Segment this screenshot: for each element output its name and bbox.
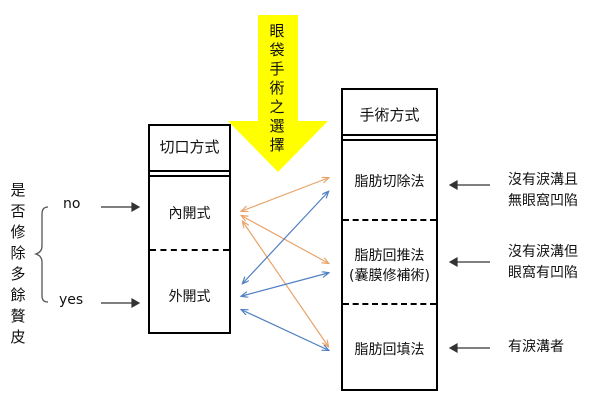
yes-arrow-head <box>131 297 141 309</box>
banner-char: 袋 <box>269 41 285 59</box>
method-line: 脂肪回推法 <box>354 248 425 264</box>
side-question-char: 餘 <box>10 286 26 304</box>
side-question-char: 否 <box>10 202 26 220</box>
side-question: 是否修除多餘贅皮 <box>9 180 27 348</box>
surgery-method-reposition: 脂肪回推法 (囊膜修補術) <box>343 246 436 286</box>
banner-char: 手 <box>269 60 285 78</box>
incision-box: 切口方式 內開式 外開式 <box>148 124 231 334</box>
surgery-method-excision: 脂肪切除法 <box>343 172 436 192</box>
incision-option-inner: 內開式 <box>168 206 211 222</box>
incision-divider <box>150 249 229 251</box>
blue-arrow-outer-excision <box>243 192 328 283</box>
condition-no-tear-trough-with-hollow: 沒有淚溝但 眼窩有凹陷 <box>508 242 578 284</box>
incision-option-outer: 外開式 <box>168 289 211 305</box>
side-question-char: 是 <box>10 181 26 199</box>
banner-char: 選 <box>269 117 285 135</box>
condition-line: 沒有淚溝但 <box>508 244 578 260</box>
incision-title: 切口方式 <box>159 138 220 156</box>
banner-char: 眼 <box>269 22 285 40</box>
condition-line: 無眼窩凹陷 <box>508 193 578 209</box>
condition-line: 沒有淚溝且 <box>508 172 578 188</box>
side-question-char: 贅 <box>10 307 26 325</box>
blue-arrow-outer-refill <box>242 310 328 350</box>
banner-char: 術 <box>269 79 285 97</box>
side-question-char: 多 <box>10 265 26 283</box>
method-line: 脂肪回填法 <box>354 342 425 358</box>
branch-yes-label: yes <box>59 292 84 308</box>
surgery-divider-2 <box>343 303 436 305</box>
banner-text: 眼袋手術之選擇 <box>267 22 287 155</box>
surgery-method-refill: 脂肪回填法 <box>343 340 436 360</box>
condition-line: 有淚溝者 <box>508 339 564 355</box>
surgery-title: 手術方式 <box>359 106 420 124</box>
yellow-arrow-shape <box>228 15 328 172</box>
condition-with-tear-trough: 有淚溝者 <box>508 337 564 358</box>
no-arrow-head <box>131 201 141 213</box>
condition-no-tear-trough-no-hollow: 沒有淚溝且 無眼窩凹陷 <box>508 170 578 212</box>
surgery-header-line-2 <box>343 139 436 141</box>
surgery-box: 手術方式 脂肪切除法 脂肪回推法 (囊膜修補術) 脂肪回填法 <box>341 88 438 391</box>
side-question-char: 皮 <box>10 328 26 346</box>
incision-header-line-2 <box>150 175 229 177</box>
banner-char: 擇 <box>269 136 285 154</box>
blue-arrow-outer-reposition <box>242 273 328 296</box>
method-line: (囊膜修補術) <box>349 268 430 284</box>
condition-arrow-head-1 <box>448 179 458 191</box>
condition-arrow-head-3 <box>448 342 458 354</box>
banner-char: 之 <box>269 98 285 116</box>
condition-line: 眼窩有凹陷 <box>508 265 578 281</box>
condition-arrow-head-2 <box>448 256 458 268</box>
branch-no-label: no <box>63 196 81 212</box>
side-question-char: 修 <box>10 223 26 241</box>
brace <box>33 206 49 303</box>
side-question-char: 除 <box>10 244 26 262</box>
surgery-header-line <box>343 134 436 136</box>
surgery-divider-1 <box>343 219 436 221</box>
incision-header-line <box>150 170 229 172</box>
method-line: 脂肪切除法 <box>354 174 425 190</box>
